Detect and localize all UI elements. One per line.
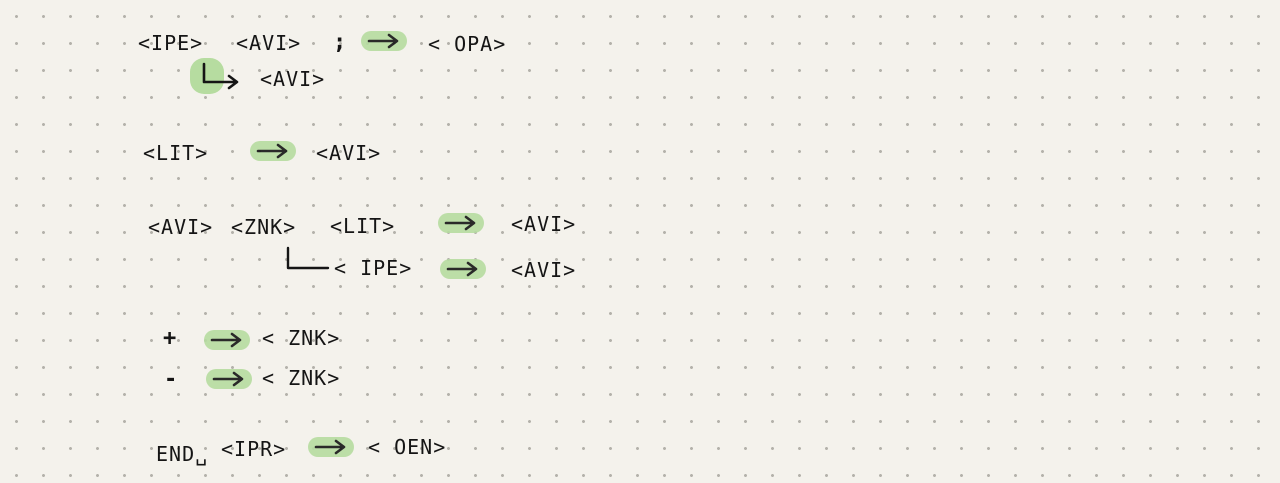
- rule-output-token: <AVI>: [511, 212, 577, 236]
- rule-alt-output-token: <AVI>: [260, 67, 326, 91]
- rule-alt-output-token: <AVI>: [511, 258, 577, 282]
- rule-output-token: < OPA>: [428, 32, 507, 56]
- right-arrow-icon: [250, 141, 296, 161]
- rule-input-token: <IPE>: [138, 31, 204, 55]
- rule-alt-input-token: < IPE>: [334, 256, 413, 280]
- rule-input-token: <AVI>: [236, 31, 302, 55]
- rule-input-token: ;: [333, 30, 348, 55]
- rule-input-token: +: [163, 326, 178, 351]
- right-arrow-icon: [206, 369, 252, 389]
- rule-input-token: <ZNK>: [231, 215, 297, 239]
- rule-output-token: < ZNK>: [262, 366, 341, 390]
- rule-output-token: < OEN>: [368, 435, 447, 459]
- right-arrow-icon: [438, 213, 484, 233]
- rule-output-token: < ZNK>: [262, 326, 341, 350]
- rule-input-token: <AVI>: [148, 215, 214, 239]
- right-arrow-icon: [308, 437, 354, 457]
- rule-input-token: <IPR>: [221, 437, 287, 461]
- right-arrow-icon: [204, 330, 250, 350]
- right-arrow-icon: [440, 259, 486, 279]
- rule-input-token: <LIT>: [143, 141, 209, 165]
- rule-input-token: END␣: [156, 442, 209, 466]
- rule-output-token: <AVI>: [316, 141, 382, 165]
- right-arrow-icon: [361, 31, 407, 51]
- rule-input-token: -: [164, 367, 179, 392]
- branch-arrow-icon: [190, 58, 242, 94]
- branch-connector-icon: [286, 246, 330, 270]
- rule-input-token: <LIT>: [330, 214, 396, 238]
